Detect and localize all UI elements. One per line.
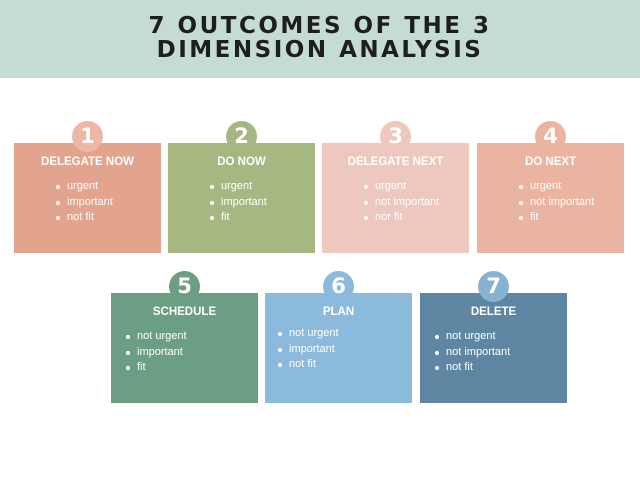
criteria-item: important: [168, 195, 315, 211]
number-badge: 2: [226, 121, 257, 152]
card-delegate-next: 3 DELEGATE NEXT urgent not important nor…: [322, 121, 469, 253]
criteria-item: important: [265, 342, 412, 358]
criteria-item: fit: [477, 210, 624, 226]
criteria-item: fit: [111, 360, 258, 376]
criteria-item: not important: [420, 345, 567, 361]
criteria-item: not important: [477, 195, 624, 211]
number-badge: 3: [380, 121, 411, 152]
card-title: DELEGATE NEXT: [347, 156, 444, 168]
page-title: 7 OUTCOMES OF THE 3 DIMENSION ANALYSIS: [0, 14, 640, 62]
criteria-list: not urgent important fit: [111, 329, 258, 376]
card-title: PLAN: [322, 306, 355, 318]
criteria-item: urgent: [14, 179, 161, 195]
criteria-item: important: [14, 195, 161, 211]
number-badge: 7: [478, 271, 509, 302]
criteria-item: urgent: [322, 179, 469, 195]
title-line-1: 7 OUTCOMES OF THE 3: [148, 13, 492, 39]
number-badge: 1: [72, 121, 103, 152]
card-title: SCHEDULE: [152, 306, 217, 318]
criteria-list: urgent not important nor fit: [322, 179, 469, 226]
criteria-item: nor fit: [322, 210, 469, 226]
criteria-item: not important: [322, 195, 469, 211]
criteria-item: not urgent: [111, 329, 258, 345]
card-do-now: 2 DO NOW urgent important fit: [168, 121, 315, 253]
card-delegate-now: 1 DELEGATE NOW urgent important not fit: [14, 121, 161, 253]
card-title: DO NOW: [217, 156, 266, 168]
criteria-item: not fit: [14, 210, 161, 226]
card-delete: 7 DELETE not urgent not important not fi…: [420, 271, 567, 403]
criteria-item: not fit: [420, 360, 567, 376]
number-badge: 4: [535, 121, 566, 152]
criteria-item: fit: [168, 210, 315, 226]
criteria-item: urgent: [477, 179, 624, 195]
criteria-list: urgent not important fit: [477, 179, 624, 226]
criteria-item: not fit: [265, 357, 412, 373]
criteria-item: not urgent: [420, 329, 567, 345]
card-do-next: 4 DO NEXT urgent not important fit: [477, 121, 624, 253]
card-plan: 6 PLAN not urgent important not fit: [265, 271, 412, 403]
card-title: DO NEXT: [524, 156, 577, 168]
criteria-item: urgent: [168, 179, 315, 195]
criteria-list: not urgent important not fit: [265, 326, 412, 373]
number-badge: 6: [323, 271, 354, 302]
card-schedule: 5 SCHEDULE not urgent important fit: [111, 271, 258, 403]
criteria-item: important: [111, 345, 258, 361]
title-line-2: DIMENSION ANALYSIS: [156, 37, 484, 63]
criteria-list: urgent important not fit: [14, 179, 161, 226]
card-title: DELETE: [470, 306, 517, 318]
title-banner: [0, 0, 640, 78]
criteria-list: not urgent not important not fit: [420, 329, 567, 376]
criteria-item: not urgent: [265, 326, 412, 342]
criteria-list: urgent important fit: [168, 179, 315, 226]
card-title: DELEGATE NOW: [40, 156, 135, 168]
number-badge: 5: [169, 271, 200, 302]
